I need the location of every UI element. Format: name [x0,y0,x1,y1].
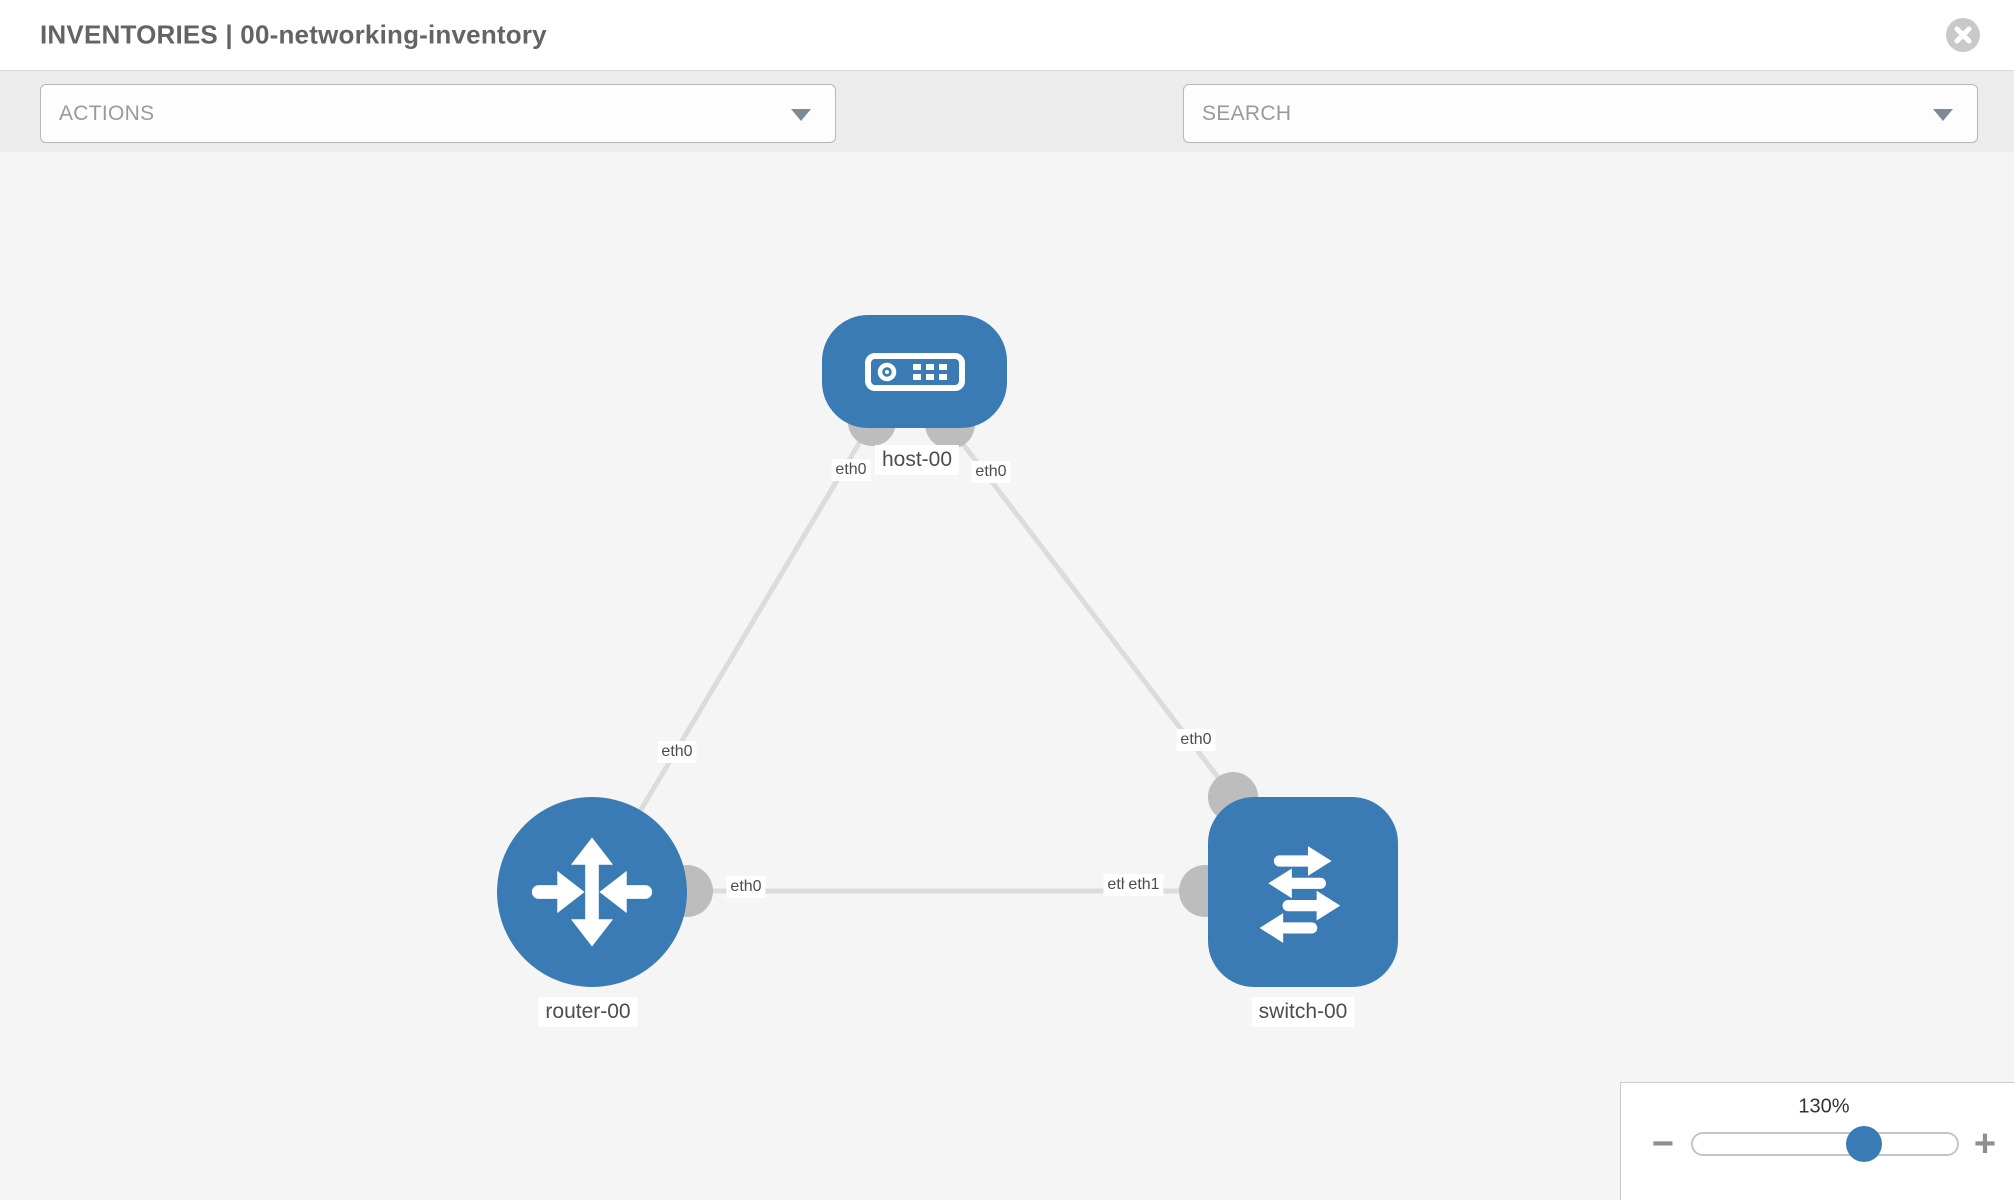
toolbar: ACTIONS SEARCH [0,71,2014,202]
node-router-00[interactable] [497,797,687,987]
actions-dropdown-label: ACTIONS [59,101,155,125]
zoom-control-panel: 130% − + [1620,1082,2014,1200]
search-dropdown[interactable]: SEARCH [1183,84,1978,143]
zoom-slider-track[interactable] [1691,1132,1959,1156]
search-dropdown-label: SEARCH [1202,101,1292,125]
interface-label-router-eth0-top: eth0 [657,741,697,763]
topology-canvas[interactable]: host-00 router-00 switch-00 eth0 eth0 et… [0,152,2014,1200]
zoom-level-label: 130% [1798,1095,1850,1118]
topology-links-layer [589,398,1258,917]
page-title: INVENTORIES | 00-networking-inventory [40,19,547,50]
interface-label-host-eth0-left: eth0 [831,459,871,481]
node-label-router-00: router-00 [538,997,638,1027]
interface-label-switch-eth1: eth1 [1124,874,1164,896]
actions-dropdown[interactable]: ACTIONS [40,84,836,143]
router-icon [531,837,653,947]
node-label-host-00: host-00 [874,445,960,475]
header-bar: INVENTORIES | 00-networking-inventory [0,0,2014,71]
node-label-switch-00: switch-00 [1251,997,1355,1027]
node-host-00[interactable] [822,315,1007,428]
close-icon [1954,26,1972,44]
chevron-down-icon [1933,108,1953,121]
interface-label-host-eth0-right: eth0 [971,461,1011,483]
close-button[interactable] [1946,18,1980,52]
chevron-down-icon [791,108,811,121]
zoom-slider-thumb[interactable] [1846,1126,1882,1162]
node-switch-00[interactable] [1208,797,1398,987]
interface-label-switch-eth0-top: eth0 [1176,729,1216,751]
host-icon [864,352,965,391]
switch-icon [1259,846,1341,943]
interface-label-router-eth0-right: eth0 [726,876,766,898]
